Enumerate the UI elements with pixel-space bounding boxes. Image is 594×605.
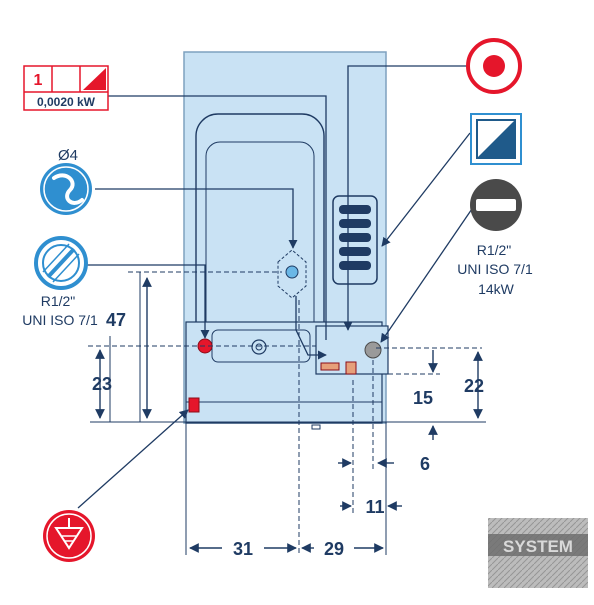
extension-lines <box>90 272 486 555</box>
dim-6: 6 <box>420 454 430 474</box>
gas-connection-icon <box>470 179 522 231</box>
dimension-arrows <box>95 277 483 553</box>
drain-point <box>320 362 340 371</box>
water-connection-icon <box>34 236 88 290</box>
water-inlet-icon: Ø4 <box>40 147 92 215</box>
gas-standard-label: UNI ISO 7/1 <box>457 261 533 277</box>
water-inlet-point <box>277 249 307 299</box>
exhaust-icon <box>470 113 522 165</box>
water-thread-label: R1/2" <box>41 293 76 309</box>
dim-29: 29 <box>324 539 344 559</box>
reference-lines <box>88 271 482 555</box>
dim-31: 31 <box>233 539 253 559</box>
earth-drain-icon <box>43 510 95 562</box>
inlet-diameter: Ø4 <box>58 147 78 164</box>
dim-11: 11 <box>365 497 384 517</box>
water-standard-label: UNI ISO 7/1 <box>22 312 98 328</box>
electrical-connection-icon <box>466 38 522 94</box>
watermark-text: SYSTEM <box>503 537 573 556</box>
gas-thread-label: R1/2" <box>477 242 512 258</box>
power-point <box>345 361 357 375</box>
phase-diagonal-icon <box>83 68 106 90</box>
system-watermark-logo: SYSTEM <box>488 518 588 588</box>
leader-lines <box>77 65 477 509</box>
power-value: 0,0020 kW <box>37 95 96 109</box>
gas-connection-point <box>364 341 382 359</box>
gas-power-label: 14kW <box>478 281 515 297</box>
phase-number: 1 <box>34 72 43 89</box>
dim-15: 15 <box>413 388 433 408</box>
electrical-point <box>188 397 200 413</box>
dim-47: 47 <box>106 310 126 330</box>
vent-grille <box>332 195 378 285</box>
dim-23: 23 <box>92 374 112 394</box>
power-rating-box: 1 0,0020 kW <box>23 65 109 111</box>
dim-22: 22 <box>464 376 484 396</box>
